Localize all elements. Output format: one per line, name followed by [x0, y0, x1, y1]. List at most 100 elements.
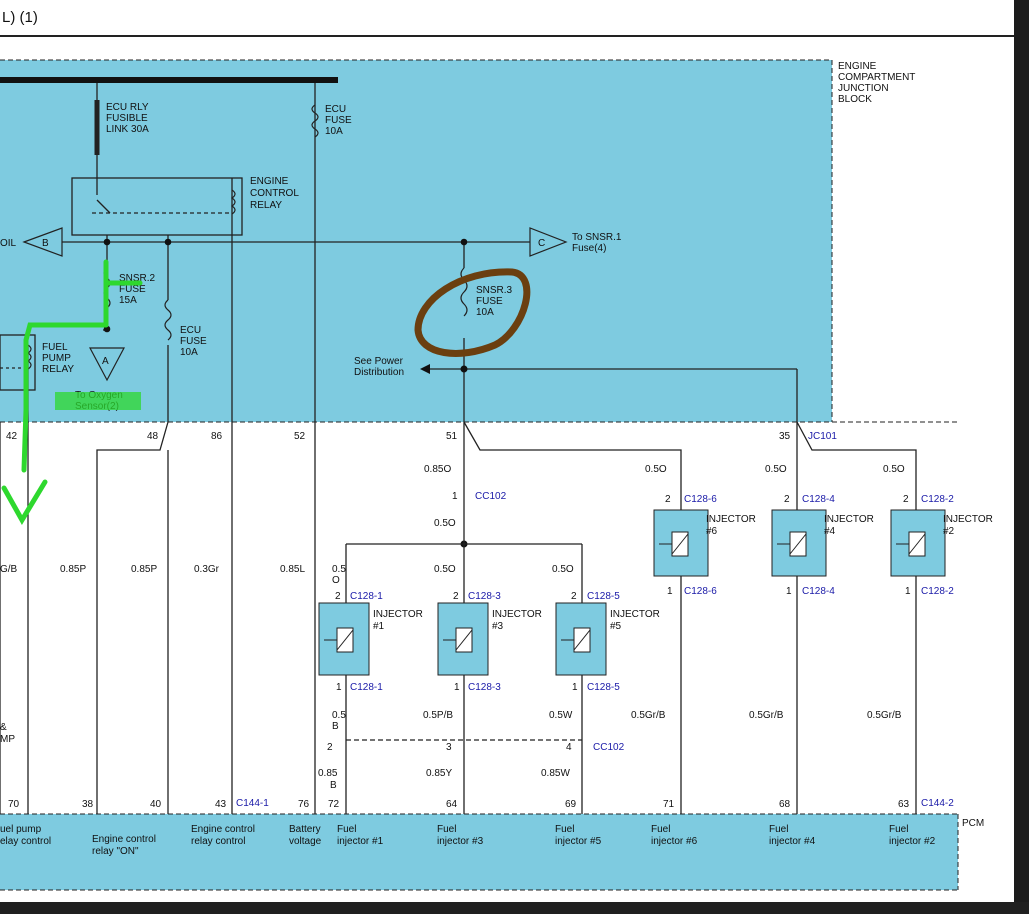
svg-text:&: & [0, 722, 7, 733]
svg-text:1: 1 [905, 586, 911, 597]
injector-6[interactable] [653, 509, 709, 577]
engine-control-relay-label: ENGINE CONTROL RELAY [250, 176, 299, 211]
pcm-block [0, 814, 958, 890]
svg-text:INJECTOR: INJECTOR [373, 609, 423, 620]
svg-text:10A: 10A [325, 126, 343, 137]
svg-text:1: 1 [786, 586, 792, 597]
ecu-fuse-mid-label: ECU FUSE 10A [180, 325, 207, 358]
svg-text:CONTROL: CONTROL [250, 188, 299, 199]
svg-text:B: B [332, 721, 339, 732]
svg-text:Fuel: Fuel [651, 824, 670, 835]
svg-text:ENGINE: ENGINE [250, 176, 289, 187]
svg-text:Fuel: Fuel [769, 824, 788, 835]
svg-text:Battery: Battery [289, 824, 321, 835]
svg-text:C128-4: C128-4 [802, 494, 835, 505]
svg-text:RELAY: RELAY [250, 200, 282, 211]
bus-bar [0, 77, 338, 83]
injector-3[interactable] [437, 602, 489, 676]
right-edge-bar [1014, 0, 1029, 902]
svg-text:52: 52 [294, 431, 306, 442]
svg-text:C128-6: C128-6 [684, 586, 717, 597]
svg-text:0.5: 0.5 [332, 710, 346, 721]
svg-text:injector #1: injector #1 [337, 836, 384, 847]
to-snsr1-label: To SNSR.1 Fuse(4) [572, 232, 622, 254]
junction-block-label: ENGINE COMPARTMENT JUNCTION BLOCK [838, 61, 915, 105]
svg-text:INJECTOR: INJECTOR [610, 609, 660, 620]
svg-text:2: 2 [335, 591, 341, 602]
connector-jc101: JC101 [808, 431, 837, 442]
svg-text:2: 2 [784, 494, 790, 505]
connector-c-label: C [538, 238, 545, 249]
svg-text:C128-5: C128-5 [587, 591, 620, 602]
connector-labels: CC102 CC102 C128-1 C128-1 C128-3 C128-3 … [236, 491, 954, 809]
brown-circle-annotation [414, 268, 531, 357]
injectors [318, 509, 946, 676]
svg-text:voltage: voltage [289, 836, 322, 847]
svg-text:FUSIBLE: FUSIBLE [106, 113, 148, 124]
green-highlight-annotation [55, 392, 141, 410]
injector-5[interactable] [555, 602, 607, 676]
junction-wires [0, 83, 798, 422]
svg-text:10A: 10A [180, 347, 198, 358]
svg-text:elay control: elay control [0, 836, 51, 847]
svg-text:LINK 30A: LINK 30A [106, 124, 149, 135]
svg-text:ECU: ECU [180, 325, 201, 336]
bottom-edge-bar [0, 902, 1029, 914]
svg-text:43: 43 [215, 799, 227, 810]
svg-text:ENGINE: ENGINE [838, 61, 877, 72]
svg-text:#1: #1 [373, 621, 385, 632]
svg-text:0.5W: 0.5W [549, 710, 573, 721]
ecu-rly-fusible-link-label: ECU RLY FUSIBLE LINK 30A [106, 102, 149, 135]
svg-text:1: 1 [667, 586, 673, 597]
svg-text:#2: #2 [943, 526, 955, 537]
svg-text:C128-4: C128-4 [802, 586, 835, 597]
wire-spec-labels: 0.85O 0.5O 0.5O 0.5O 0.5O G/B 0.85P 0.85… [0, 464, 905, 791]
svg-text:0.5O: 0.5O [434, 564, 456, 575]
svg-text:0.5O: 0.5O [883, 464, 905, 475]
svg-text:RELAY: RELAY [42, 364, 74, 375]
svg-text:0.5P/B: 0.5P/B [423, 710, 453, 721]
injector-2[interactable] [890, 509, 946, 577]
svg-text:FUEL: FUEL [42, 342, 68, 353]
svg-text:INJECTOR: INJECTOR [706, 514, 756, 525]
svg-text:ECU: ECU [325, 104, 346, 115]
svg-text:0.85Y: 0.85Y [426, 768, 452, 779]
svg-text:Fuel: Fuel [437, 824, 456, 835]
svg-text:71: 71 [663, 799, 675, 810]
svg-text:BLOCK: BLOCK [838, 94, 872, 105]
svg-text:C128-1: C128-1 [350, 682, 383, 693]
svg-text:injector #3: injector #3 [437, 836, 484, 847]
svg-text:2: 2 [453, 591, 459, 602]
svg-text:JUNCTION: JUNCTION [838, 83, 889, 94]
svg-text:0.5O: 0.5O [645, 464, 667, 475]
svg-text:0.85: 0.85 [318, 768, 338, 779]
svg-text:0.85P: 0.85P [60, 564, 86, 575]
svg-text:FUSE: FUSE [119, 284, 146, 295]
svg-text:injector #4: injector #4 [769, 836, 816, 847]
svg-text:FUSE: FUSE [180, 336, 207, 347]
svg-text:C128-3: C128-3 [468, 682, 501, 693]
svg-text:1: 1 [452, 491, 458, 502]
svg-text:C128-5: C128-5 [587, 682, 620, 693]
svg-text:4: 4 [566, 742, 572, 753]
svg-text:2: 2 [665, 494, 671, 505]
harness-wires [0, 421, 917, 814]
svg-text:76: 76 [298, 799, 310, 810]
svg-text:#4: #4 [824, 526, 836, 537]
svg-text:G/B: G/B [0, 564, 18, 575]
injector-2-label: INJECTOR#2 [943, 514, 993, 537]
svg-text:relay "ON": relay "ON" [92, 846, 139, 857]
connector-pin-numbers: 1 2 2 2 2 2 2 1 1 1 1 1 1 2 3 4 [327, 491, 911, 753]
svg-text:51: 51 [446, 431, 458, 442]
injector-4[interactable] [771, 509, 827, 577]
svg-text:#3: #3 [492, 621, 504, 632]
svg-text:SNSR.2: SNSR.2 [119, 273, 156, 284]
svg-text:0.5Gr/B: 0.5Gr/B [867, 710, 902, 721]
svg-text:63: 63 [898, 799, 910, 810]
svg-text:INJECTOR: INJECTOR [824, 514, 874, 525]
svg-text:injector #6: injector #6 [651, 836, 698, 847]
svg-text:C128-2: C128-2 [921, 494, 954, 505]
injector-1[interactable] [318, 602, 370, 676]
svg-text:40: 40 [150, 799, 162, 810]
